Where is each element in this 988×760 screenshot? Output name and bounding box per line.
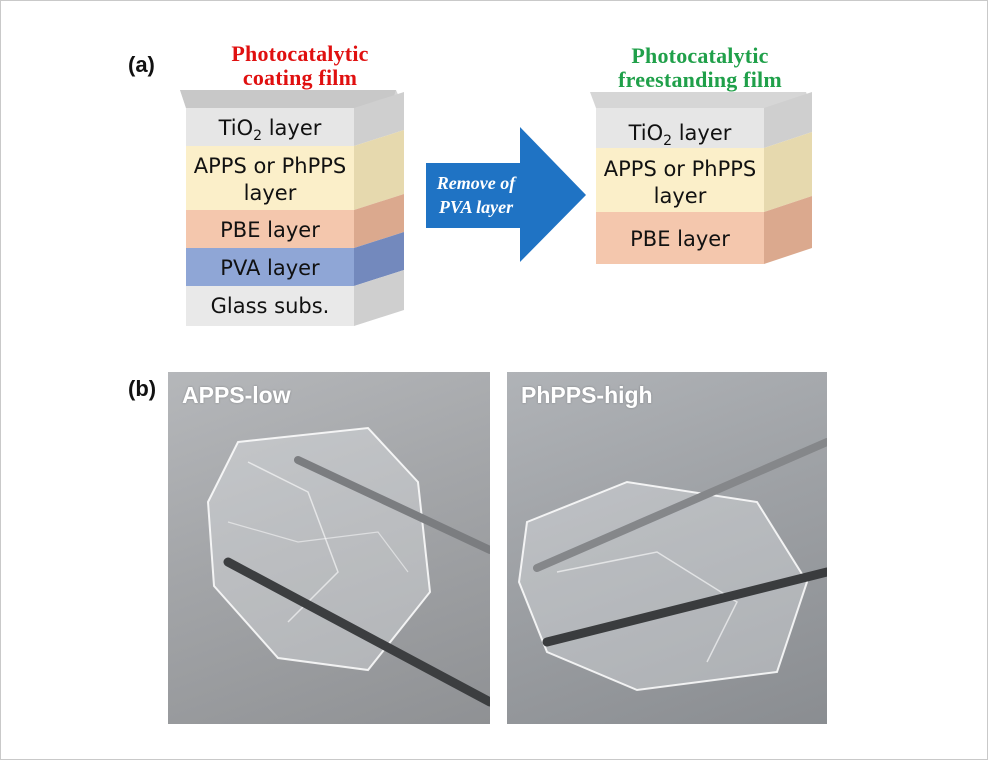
photo-label-phpps-high: PhPPS-high <box>521 382 653 408</box>
right-title-line2: freestanding film <box>618 67 782 92</box>
right-top-face <box>590 92 812 108</box>
left-layer-glass <box>186 286 354 326</box>
film-sheet <box>206 426 432 672</box>
right-apps-label-1: APPS or PhPPS <box>604 157 757 181</box>
right-layer-pbe <box>596 212 764 264</box>
left-stack-title: Photocatalytic coating film <box>180 42 420 90</box>
left-tio2-label: TiO2 layer <box>218 116 322 144</box>
right-side-tio2 <box>764 92 812 148</box>
film-wrinkle <box>247 461 339 623</box>
arrow-label-1: Remove of <box>436 173 517 193</box>
left-layer-apps <box>186 146 354 210</box>
panel-a-label: (a) <box>128 52 155 77</box>
tweezer-upper <box>533 438 827 572</box>
phpps-high-film-illustration <box>517 438 827 692</box>
right-apps-label-2: layer <box>654 184 707 208</box>
left-glass-label: Glass subs. <box>211 294 330 318</box>
left-pva-label: PVA layer <box>220 256 320 280</box>
right-title-line1: Photocatalytic <box>631 43 769 68</box>
film-wrinkle-2 <box>227 521 409 573</box>
arrow-shape <box>426 127 586 262</box>
right-side-apps <box>764 132 812 212</box>
remove-pva-arrow: Remove of PVA layer <box>426 127 586 262</box>
left-layer-pva <box>186 248 354 286</box>
tweezer-lower <box>223 557 490 707</box>
right-layer-tio2 <box>596 108 764 148</box>
right-side-pbe <box>764 196 812 264</box>
photo-label-apps-low: APPS-low <box>182 382 291 408</box>
left-top-shade <box>180 90 396 108</box>
arrow-label-2: PVA layer <box>438 197 514 217</box>
apps-low-film-illustration <box>206 426 490 707</box>
panel-b-label: (b) <box>128 376 157 401</box>
left-side-pbe <box>354 194 404 248</box>
right-tio2-label: TiO2 layer <box>628 121 732 149</box>
left-title-line1: Photocatalytic <box>231 41 369 66</box>
left-side-apps <box>354 130 404 210</box>
right-pbe-label: PBE layer <box>630 227 730 251</box>
right-layer-apps <box>596 148 764 212</box>
film-sheet <box>517 480 809 692</box>
left-title-line2: coating film <box>242 65 358 90</box>
left-pbe-label: PBE layer <box>220 218 320 242</box>
panel-a-diagram: TiO2 layer APPS or PhPPS layer PBE layer… <box>180 90 812 326</box>
left-layer-tio2 <box>186 108 354 146</box>
film-wrinkle <box>556 551 738 663</box>
left-apps-label-2: layer <box>244 181 297 205</box>
photo-apps-low: APPS-low <box>168 372 490 724</box>
left-side-tio2 <box>354 92 404 146</box>
right-stack-title: Photocatalytic freestanding film <box>580 44 820 92</box>
left-stack: TiO2 layer APPS or PhPPS layer PBE layer… <box>180 90 404 326</box>
photo-phpps-high: PhPPS-high <box>507 372 827 724</box>
left-layer-pbe <box>186 210 354 248</box>
left-side-pva <box>354 232 404 286</box>
left-side-glass <box>354 270 404 326</box>
tweezer-lower <box>542 567 827 647</box>
left-apps-label-1: APPS or PhPPS <box>194 154 347 178</box>
tweezer-upper <box>294 456 490 554</box>
right-stack: TiO2 layer APPS or PhPPS layer PBE layer <box>590 92 812 264</box>
